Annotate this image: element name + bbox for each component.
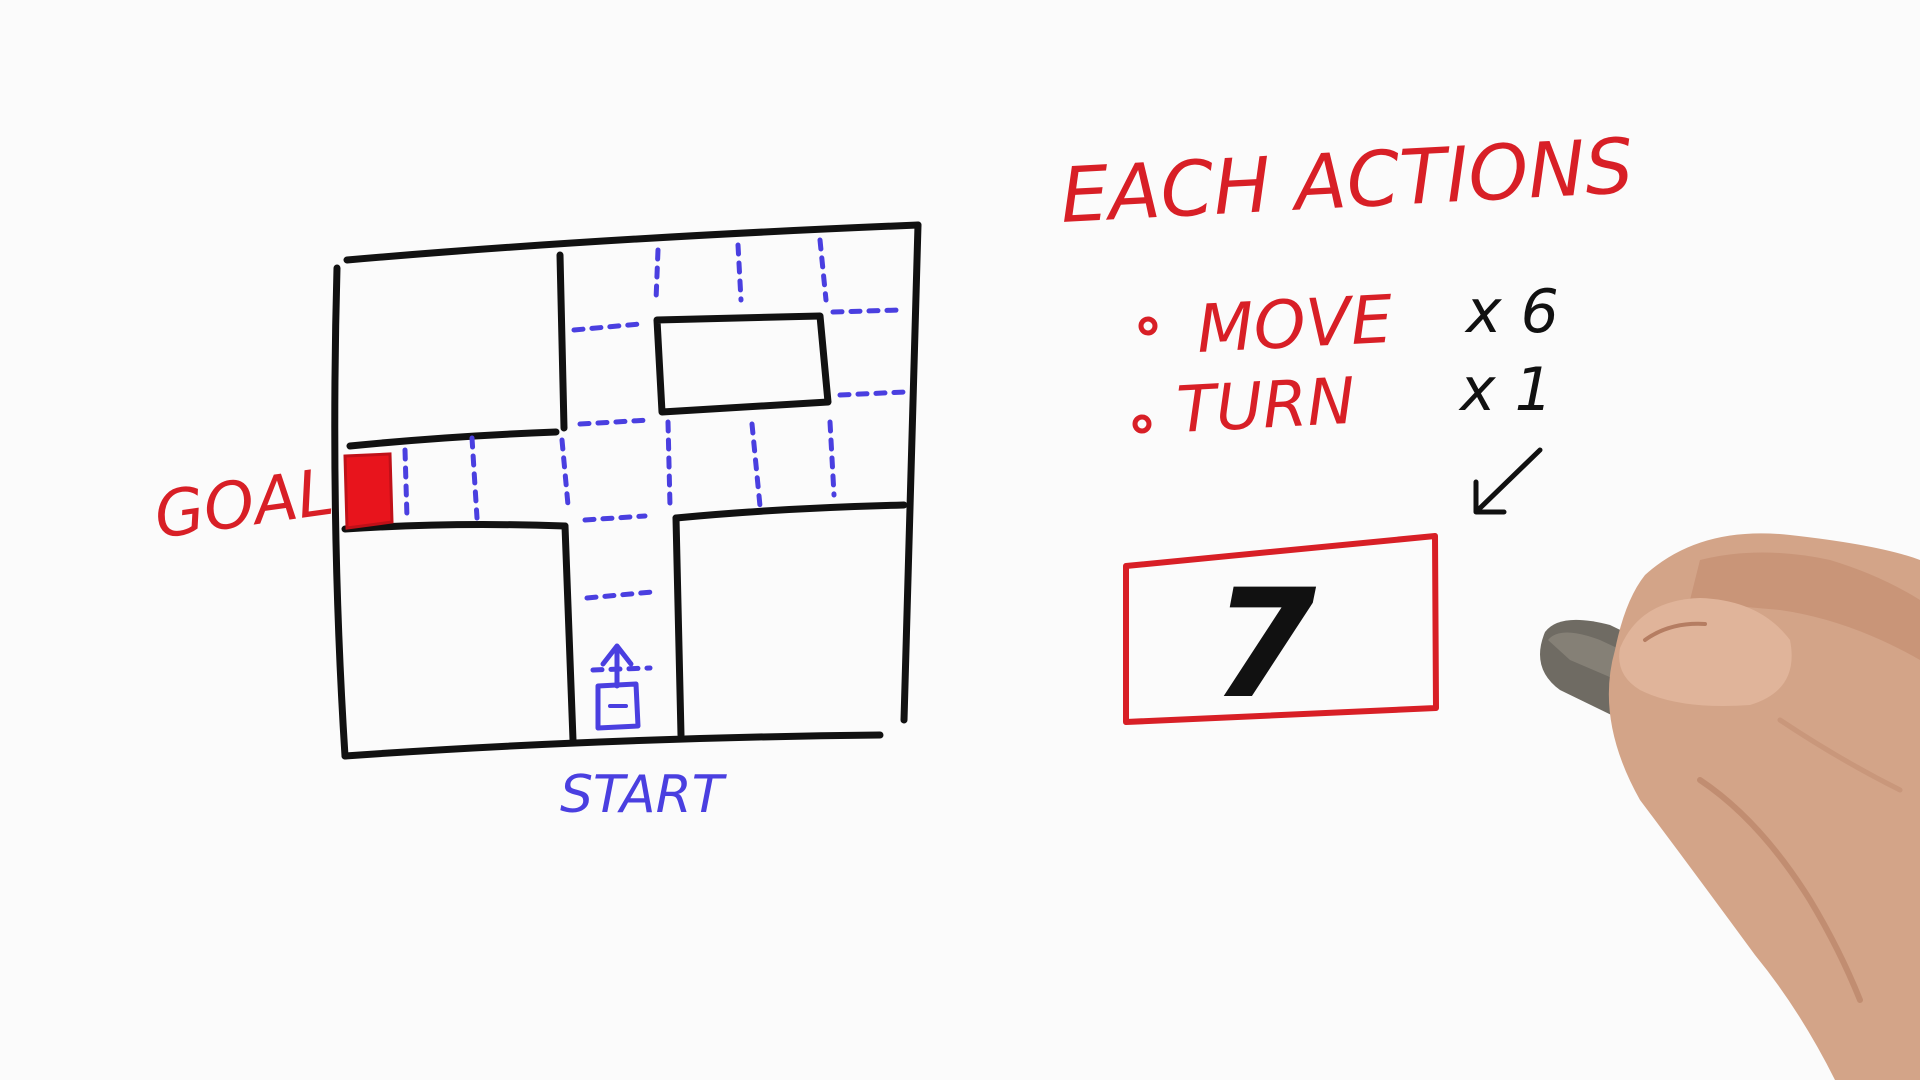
maze-wall-left	[331, 264, 349, 760]
maze-wall-ul-bottom	[346, 428, 560, 450]
heading-each-actions: EACH ACTIONS	[1058, 121, 1635, 240]
start-label: START	[560, 765, 728, 825]
maze-wall-ll-right	[561, 522, 577, 744]
goal-square	[343, 452, 394, 530]
maze-wall-bottom	[341, 731, 884, 760]
maze-island	[653, 312, 832, 416]
maze-wall-lr-left	[672, 514, 685, 739]
bullet-move	[1138, 316, 1158, 336]
move-label: MOVE	[1195, 281, 1395, 368]
robot-arrow-icon	[595, 643, 641, 731]
maze	[331, 221, 922, 760]
maze-wall-ul-right	[556, 251, 568, 432]
goal-label: GOAL	[150, 456, 338, 554]
maze-wall-right	[900, 221, 922, 724]
arrow-to-total	[1473, 447, 1543, 515]
turn-label: TURN	[1175, 365, 1357, 448]
maze-wall-top	[343, 221, 922, 264]
total-value: 7	[1212, 558, 1317, 732]
turn-count: x 1	[1458, 355, 1553, 425]
bullet-turn	[1132, 414, 1152, 434]
path-dashes	[402, 237, 908, 673]
hand-holding-marker	[1540, 533, 1920, 1080]
maze-wall-ll-top	[341, 521, 569, 533]
maze-wall-lr-top	[672, 501, 908, 522]
move-count: x 6	[1464, 277, 1559, 347]
total-box	[1123, 533, 1439, 725]
